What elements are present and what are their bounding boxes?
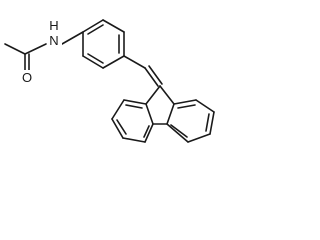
left-ring-double-2 <box>116 119 127 135</box>
left-ring-bond-2 <box>111 99 125 120</box>
right-ring-bond-1 <box>173 99 197 105</box>
right-ring-bond-2 <box>195 99 215 113</box>
right-ring-double-2 <box>205 113 210 132</box>
left-ring-bond-1 <box>123 99 147 105</box>
right-ring-bond-3 <box>209 111 215 135</box>
bond-ring-vinyl <box>123 55 146 69</box>
right-ring-double-3 <box>170 124 188 138</box>
left-ring-bond-4 <box>122 137 146 143</box>
right-ring-bond-5 <box>166 123 189 143</box>
right-ring-bond-4 <box>187 133 211 143</box>
benzene-ring <box>82 19 125 69</box>
ring-bond-2 <box>102 19 125 33</box>
bond-vinyl-double-a <box>144 67 159 87</box>
right-ring-double-1 <box>177 104 196 109</box>
fluorene-five-ring <box>145 85 175 125</box>
ring-bond-5 <box>82 55 104 69</box>
bond-vinyl-double-b <box>148 65 163 85</box>
atom-label-oxygen: O <box>20 70 34 85</box>
five-ring-bond-2 <box>159 85 175 105</box>
atom-label-n: N <box>49 33 58 48</box>
five-ring-bond-3 <box>145 103 154 125</box>
bond-carbonyl-nitrogen <box>24 43 47 55</box>
atom-label-nh: H N <box>47 18 62 48</box>
atom-label-h: H <box>49 18 58 33</box>
ring-double-1 <box>87 24 104 35</box>
left-ring-double-1 <box>125 104 143 109</box>
left-ring-bond-5 <box>144 123 154 143</box>
ring-bond-1 <box>82 19 104 33</box>
left-ring-double-3 <box>143 125 150 138</box>
five-ring-bond-4 <box>166 103 175 125</box>
ring-double-3 <box>87 53 104 64</box>
fluorene-left-ring <box>111 99 154 143</box>
left-ring-bond-3 <box>111 118 124 139</box>
structure-diagram: H N O <box>4 18 215 143</box>
fluorene-right-ring <box>166 99 215 143</box>
bond-methyl-carbonyl <box>4 43 26 55</box>
acetyl-group <box>4 43 47 71</box>
ring-bond-4 <box>102 55 125 69</box>
atom-label-o: O <box>22 70 32 85</box>
bond-nitrogen-ring <box>61 31 84 45</box>
five-ring-bond-1 <box>145 85 161 105</box>
